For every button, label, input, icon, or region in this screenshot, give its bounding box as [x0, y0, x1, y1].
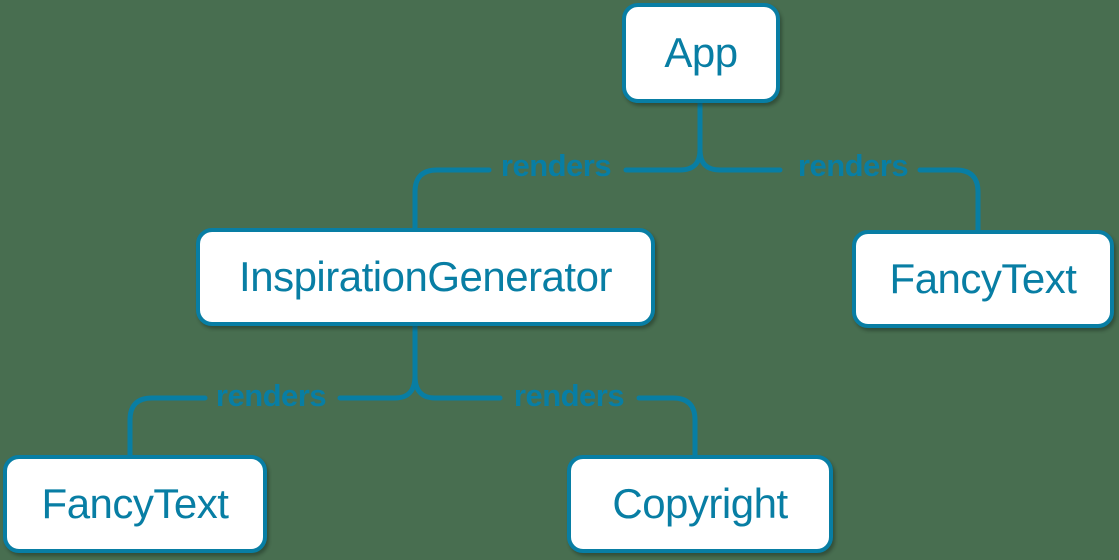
edge-label-renders: renders — [513, 378, 625, 413]
node-label: InspirationGenerator — [239, 253, 612, 300]
node-app: App — [622, 3, 780, 103]
edge-segment — [697, 99, 981, 235]
node-label: FancyText — [41, 480, 229, 527]
node-copyright: Copyright — [567, 455, 833, 553]
edge-inspirationgenerator-to-copyright — [412, 320, 698, 460]
edge-segment — [412, 320, 698, 460]
edge-label-renders: renders — [500, 148, 612, 183]
node-inspiration-generator: InspirationGenerator — [196, 228, 655, 326]
edge-label-renders: renders — [215, 378, 327, 413]
node-fancy-text-top: FancyText — [852, 230, 1114, 328]
node-label: Copyright — [612, 480, 788, 527]
edge-label-renders: renders — [797, 148, 909, 183]
edge-app-to-fancytext — [697, 99, 981, 235]
node-label: App — [664, 29, 738, 76]
node-fancy-text-bottom: FancyText — [3, 455, 267, 553]
node-label: FancyText — [889, 255, 1077, 302]
